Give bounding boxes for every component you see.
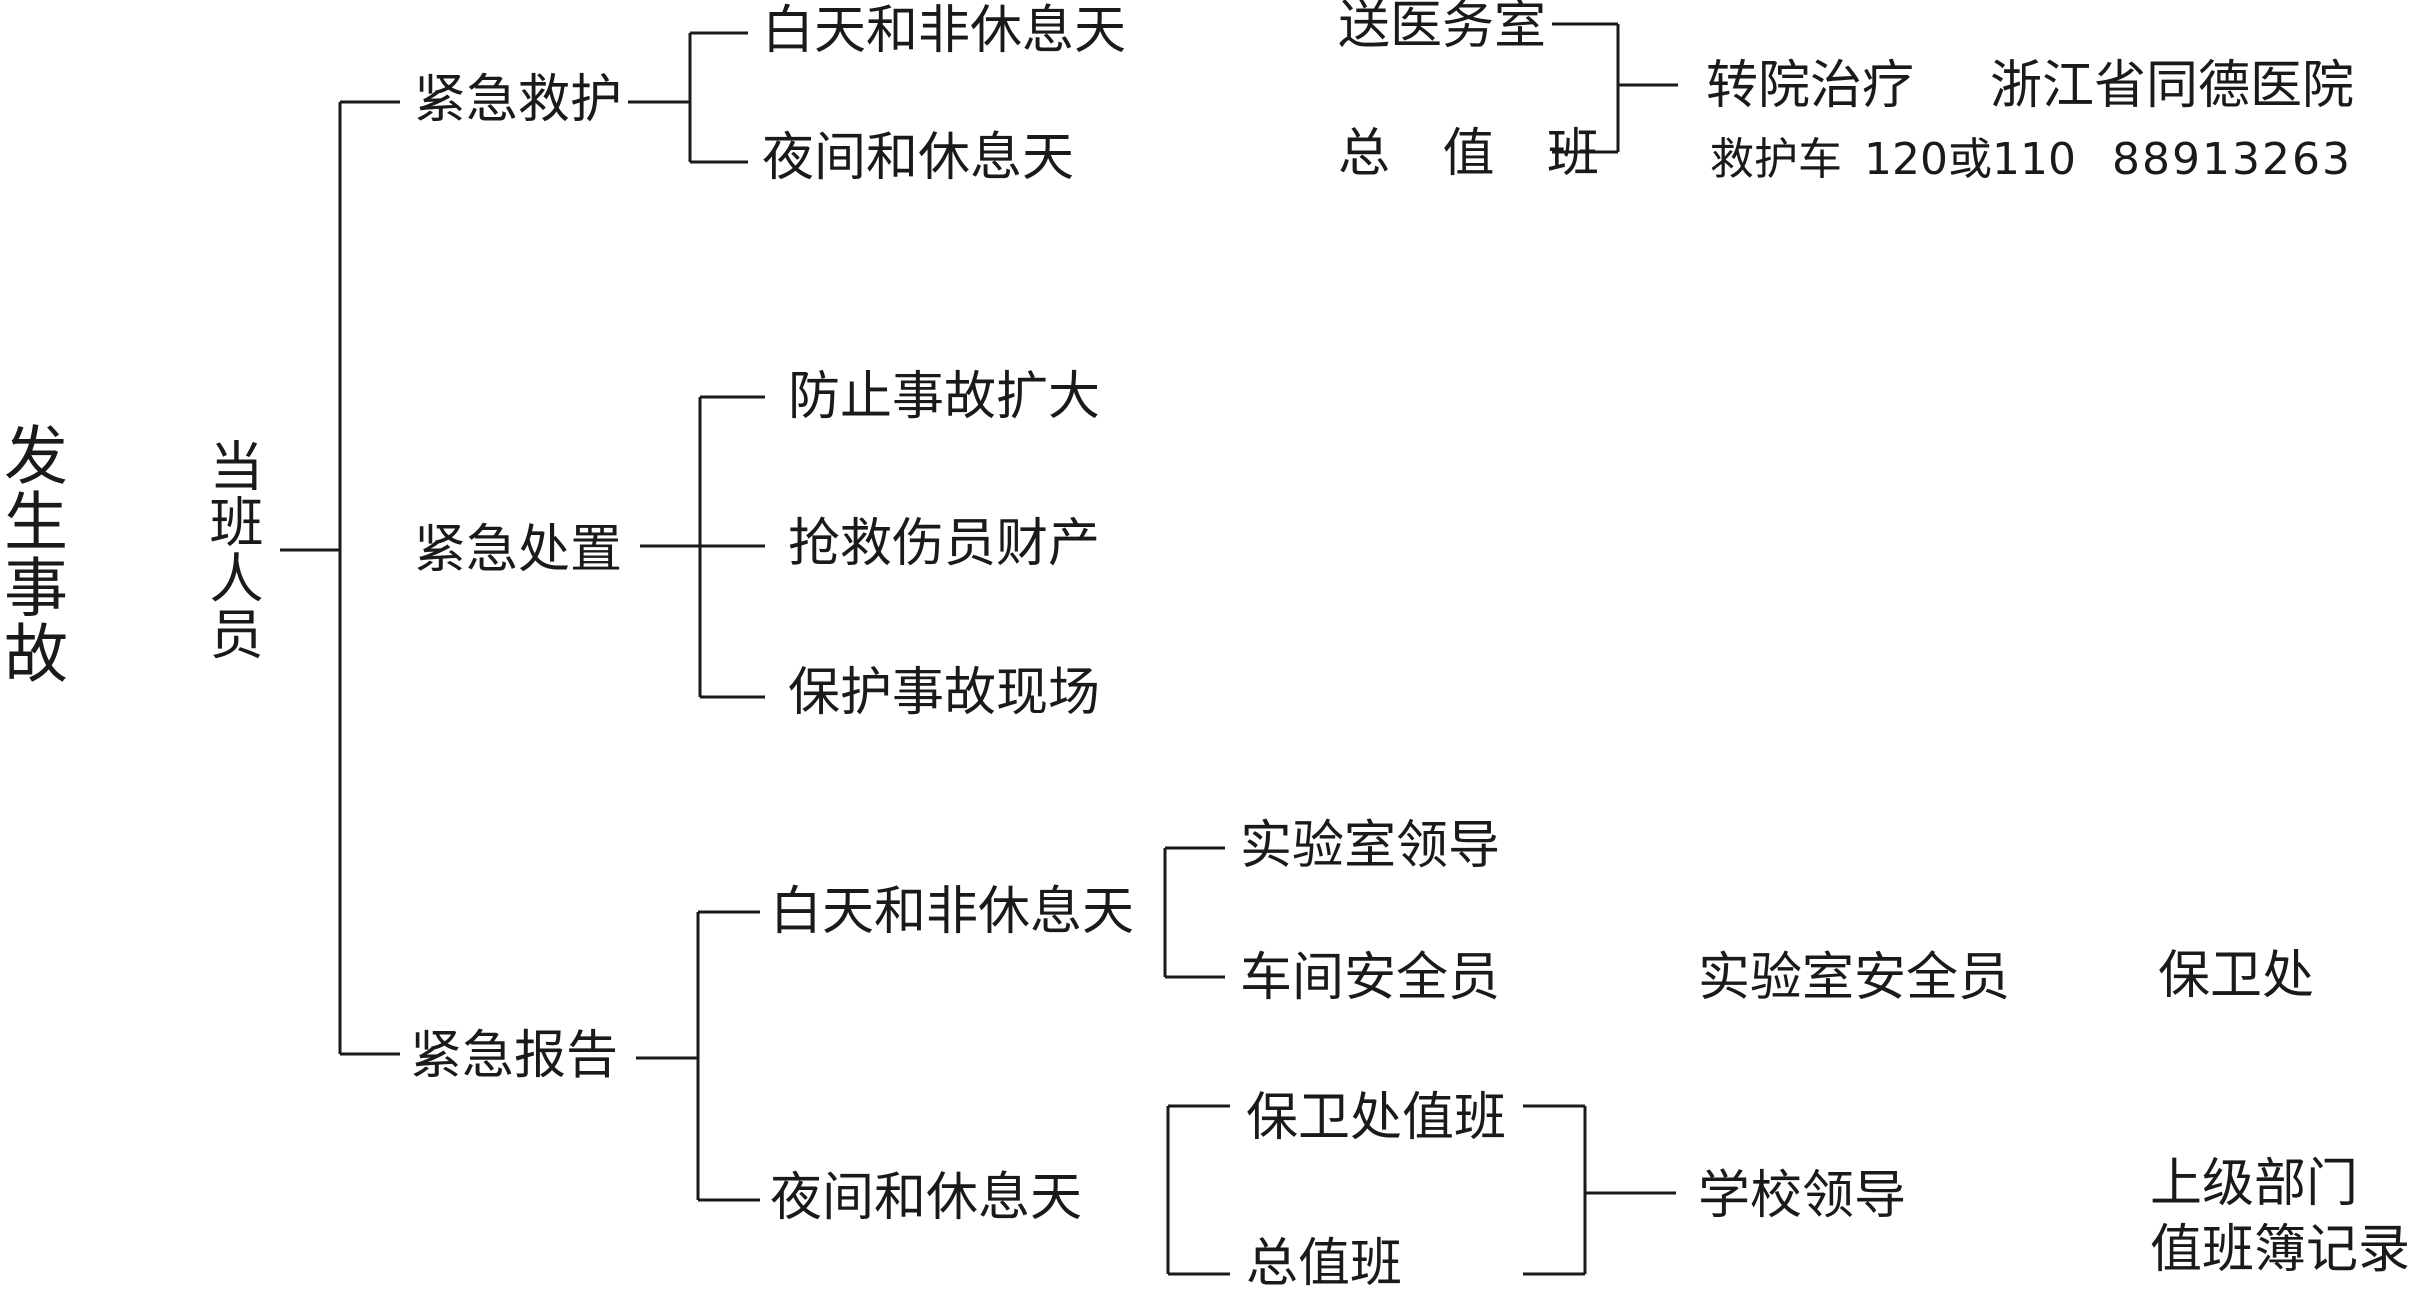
rescue-day-label: 白天和非休息天: [762, 1, 1127, 61]
general-duty-label: 总 值 班: [1338, 124, 1618, 184]
medical-room-label: 送医务室: [1338, 0, 1547, 56]
lab-safety-label: 实验室安全员: [1698, 948, 2011, 1008]
report-night-label: 夜间和休息天: [770, 1168, 1083, 1228]
handle-label: 紧急处置: [414, 520, 623, 580]
actor-label: 当班人员: [200, 438, 263, 662]
ambulance-label: 救护车: [1710, 134, 1842, 185]
report-day-label: 白天和非休息天: [770, 882, 1135, 942]
superior-dept-label: 上级部门: [2150, 1154, 2359, 1214]
handle-item-1: 防止事故扩大: [788, 367, 1101, 427]
school-leader-label: 学校领导: [1698, 1166, 1907, 1226]
handle-item-3: 保护事故现场: [788, 663, 1101, 723]
logbook-label: 值班簿记录: [2150, 1220, 2411, 1280]
rescue-label: 紧急救护: [414, 70, 623, 130]
report-label: 紧急报告: [410, 1026, 619, 1086]
general-duty-night-label: 总值班: [1246, 1234, 1403, 1294]
emergency-phone: 120或110: [1864, 134, 2076, 185]
rescue-night-label: 夜间和休息天: [762, 128, 1075, 188]
handle-item-2: 抢救伤员财产: [788, 514, 1101, 574]
hospital-label: 浙江省同德医院: [1990, 56, 2355, 116]
security-office-label: 保卫处: [2158, 946, 2315, 1006]
transfer-label: 转院治疗: [1706, 56, 1915, 116]
workshop-safety-label: 车间安全员: [1240, 948, 1501, 1008]
hospital-phone: 88913263: [2112, 134, 2352, 185]
security-duty-label: 保卫处值班: [1246, 1088, 1507, 1148]
root-label: 发生事故: [0, 422, 67, 686]
lab-leader-label: 实验室领导: [1240, 816, 1501, 876]
